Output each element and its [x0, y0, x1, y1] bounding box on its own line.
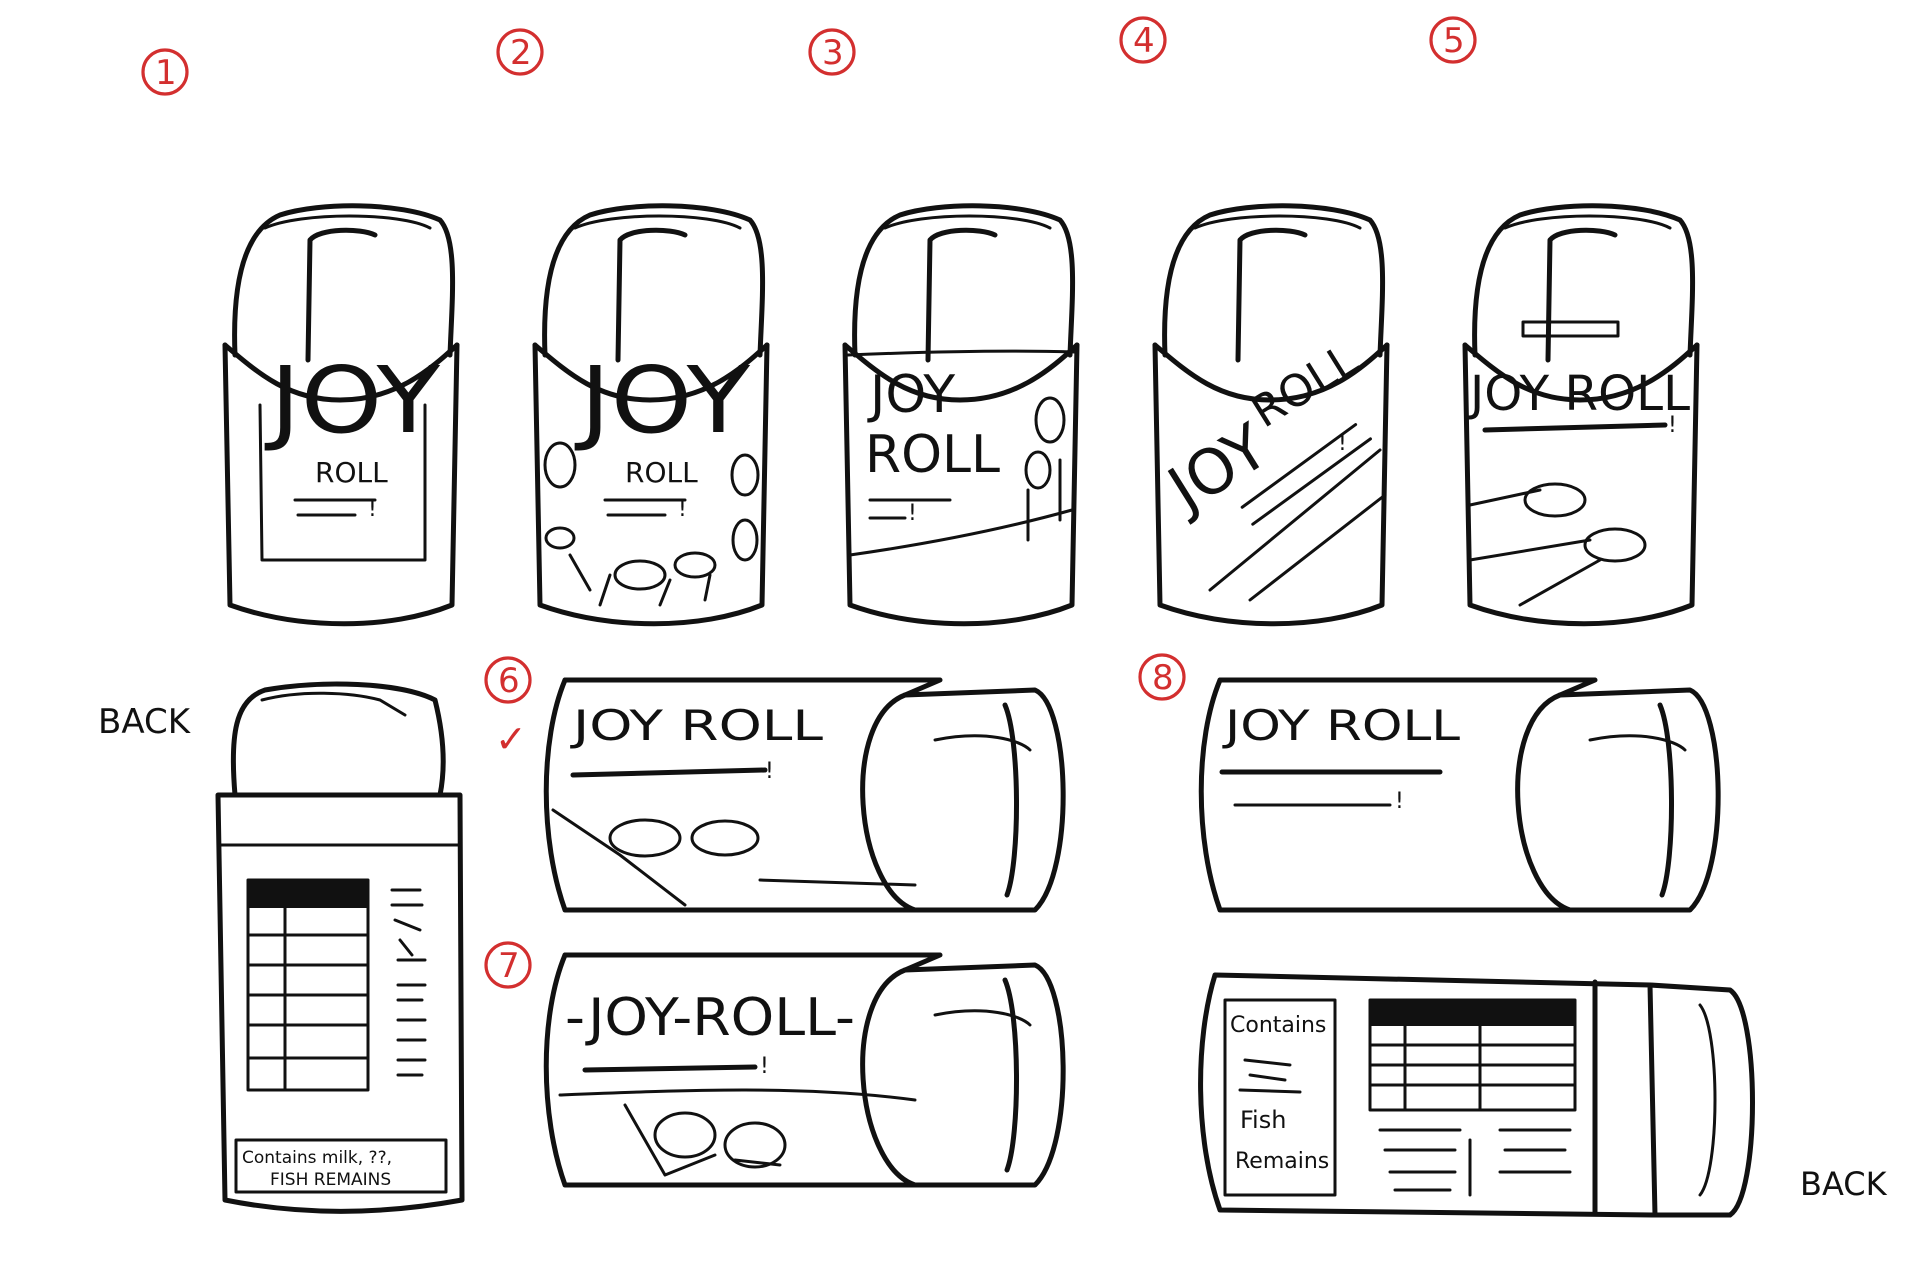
- number-badge-3: 3: [808, 28, 856, 76]
- brand-joy: JOY: [574, 347, 751, 454]
- brand-joy: JOY: [867, 365, 955, 425]
- tagline-mark: !: [765, 759, 774, 784]
- roll-illustration: [730, 453, 760, 497]
- sketch-back-horizontal: Contains Fish Remains: [1198, 972, 1755, 1218]
- svg-text:7: 7: [498, 946, 520, 986]
- sketch-5: JOY ROLL !: [1465, 206, 1697, 624]
- tagline-mark: !: [760, 1054, 769, 1079]
- svg-text:6: 6: [498, 661, 520, 701]
- sketch-3: JOY ROLL !: [845, 206, 1077, 624]
- brand-joy-roll: JOY ROLL: [569, 701, 824, 750]
- back-label-horizontal: BACK: [1800, 1165, 1888, 1203]
- number-badge-4: 4: [1119, 16, 1167, 64]
- roll-illustration: [723, 1121, 787, 1169]
- sketch-7: -JOY-ROLL- !: [546, 955, 1063, 1185]
- ingredients-box: [234, 1138, 448, 1194]
- roll-illustration: [1523, 482, 1587, 518]
- svg-text:8: 8: [1152, 658, 1174, 698]
- roll-illustration: [1583, 527, 1647, 563]
- brand-roll: ROLL: [865, 425, 1000, 485]
- sketch-4: JOY ROLL !: [1152, 206, 1401, 624]
- brand-joy: JOY: [264, 347, 441, 454]
- sketch-6: JOY ROLL !: [546, 680, 1063, 910]
- svg-text:5: 5: [1443, 21, 1465, 61]
- roll-illustration: [1034, 396, 1066, 444]
- nutrition-table-header: [248, 880, 368, 908]
- ingredients-line-2: Fish: [1240, 1106, 1286, 1134]
- roll-illustration: [613, 559, 667, 591]
- nutrition-table-header: [1370, 1000, 1575, 1026]
- sketch-2: JOY ROLL !: [535, 206, 767, 624]
- tagline-mark: !: [1338, 431, 1347, 456]
- svg-text:1: 1: [155, 53, 177, 93]
- tagline-mark: !: [368, 497, 377, 522]
- number-badge-2: 2: [496, 28, 544, 76]
- tagline-mark: !: [678, 497, 687, 522]
- svg-text:2: 2: [510, 33, 532, 73]
- roll-illustration: [544, 526, 576, 550]
- ingredients-line-1: Contains: [1230, 1013, 1326, 1038]
- brand-roll: ROLL: [625, 456, 698, 489]
- brand-roll: ROLL: [1243, 334, 1367, 438]
- tagline-mark: !: [908, 501, 917, 526]
- roll-illustration: [653, 1111, 717, 1159]
- brand-joy-roll-dashed: -JOY-ROLL-: [565, 988, 855, 1048]
- label-bar: [1521, 320, 1620, 338]
- brand-joy-roll: JOY ROLL: [1221, 701, 1460, 750]
- roll-illustration: [690, 819, 760, 857]
- roll-illustration: [673, 551, 717, 579]
- number-badge-1: 1: [141, 48, 189, 96]
- number-badge-6: 6: [484, 656, 532, 704]
- svg-text:3: 3: [822, 33, 844, 73]
- sketch-8: JOY ROLL !: [1201, 680, 1718, 910]
- brand-roll: ROLL: [315, 456, 388, 489]
- number-badge-5: 5: [1429, 16, 1477, 64]
- brand-joy-roll: JOY ROLL: [1467, 366, 1690, 422]
- ingredients-line-1: Contains milk, ??,: [242, 1148, 392, 1168]
- sketch-1: JOY ROLL !: [225, 206, 457, 624]
- ingredients-box: [1223, 998, 1337, 1197]
- ingredients-line-3: Remains: [1235, 1149, 1329, 1174]
- tagline-mark: !: [1395, 789, 1404, 814]
- sketch-back-vertical: Contains milk, ??, FISH REMAINS: [215, 681, 465, 1214]
- tagline-mark: !: [1668, 413, 1677, 438]
- selected-check-icon: ✓: [495, 717, 527, 761]
- roll-illustration: [608, 818, 682, 858]
- roll-illustration: [731, 518, 759, 562]
- number-badge-7: 7: [484, 941, 532, 989]
- ingredients-line-2: FISH REMAINS: [270, 1170, 391, 1190]
- roll-illustration: [1024, 450, 1052, 490]
- number-badge-8: 8: [1138, 653, 1186, 701]
- back-label-vertical: BACK: [98, 702, 192, 742]
- svg-text:4: 4: [1133, 21, 1155, 61]
- roll-illustration: [543, 441, 577, 489]
- brand-joy: JOY: [1152, 409, 1280, 527]
